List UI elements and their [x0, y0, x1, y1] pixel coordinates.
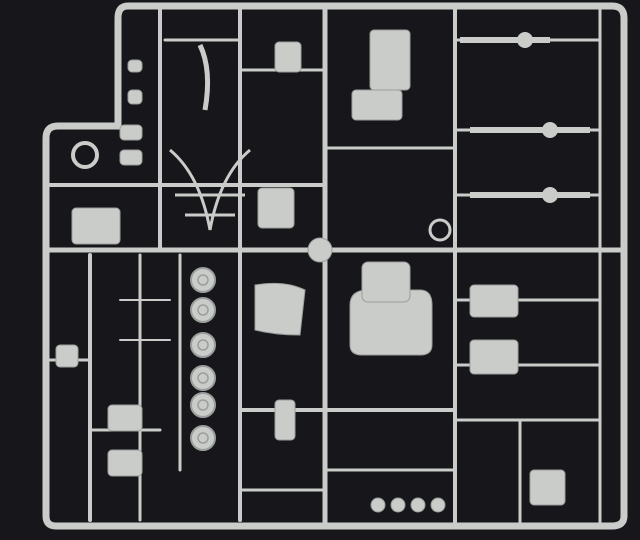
cylinder-part [119, 124, 143, 141]
chassis-part [351, 89, 403, 121]
differential-part [542, 122, 558, 138]
wheel-hub [197, 399, 209, 411]
bracket-part [274, 399, 296, 441]
wheel-part [190, 392, 216, 418]
sprue-parts [55, 29, 590, 513]
engine-block-part [349, 289, 433, 356]
wheel-hub [197, 304, 209, 316]
cylinder-part [119, 149, 143, 166]
cab-door-part [469, 339, 519, 375]
wheel-hub [197, 432, 209, 444]
small-wheel-part [390, 497, 406, 513]
block-part [55, 344, 79, 368]
wheel-hub [197, 372, 209, 384]
small-wheel-part [430, 497, 446, 513]
small-wheel-part [410, 497, 426, 513]
ring-part [428, 218, 452, 242]
small-part [127, 89, 143, 105]
wheel-part [190, 365, 216, 391]
small-part [127, 59, 143, 73]
wheel-hub [197, 274, 209, 286]
wheel-part [190, 425, 216, 451]
wheel-hub [197, 339, 209, 351]
wheel-part [190, 332, 216, 358]
fender-part [254, 282, 306, 336]
sprue-frame [42, 2, 628, 530]
block-part [107, 449, 143, 477]
frame-bracket-part [169, 148, 251, 231]
cab-door-part [469, 284, 519, 318]
panel-part [257, 187, 295, 229]
engine-top-part [361, 261, 411, 303]
radiator-part [274, 41, 302, 73]
chassis-part [369, 29, 411, 91]
sprue-hub [307, 237, 333, 263]
differential-part [542, 187, 558, 203]
hood-part [71, 207, 121, 245]
wheel-part [190, 297, 216, 323]
block-part [107, 404, 143, 432]
strut-part [197, 43, 211, 111]
differential-part [517, 32, 533, 48]
steering-wheel-part [71, 141, 99, 169]
wheel-part [190, 267, 216, 293]
frame-part [529, 469, 566, 506]
small-wheel-part [370, 497, 386, 513]
